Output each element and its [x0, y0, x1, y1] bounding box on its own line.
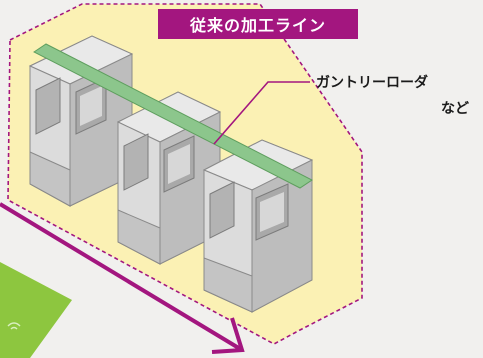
machine-unit-3: [202, 139, 314, 313]
green-panel: [0, 262, 72, 358]
gantry-rail: [33, 43, 313, 189]
line-title: 従来の加工ライン: [158, 9, 358, 39]
callout-label-line2: など: [441, 101, 469, 117]
flow-arrow: [0, 202, 244, 352]
arrow-head: [211, 317, 245, 354]
callout-leader: [213, 81, 310, 145]
callout-label-line1: ガントリーローダ: [316, 75, 428, 91]
wifi-icon: [7, 322, 21, 330]
machine-unit-1: [28, 35, 134, 207]
